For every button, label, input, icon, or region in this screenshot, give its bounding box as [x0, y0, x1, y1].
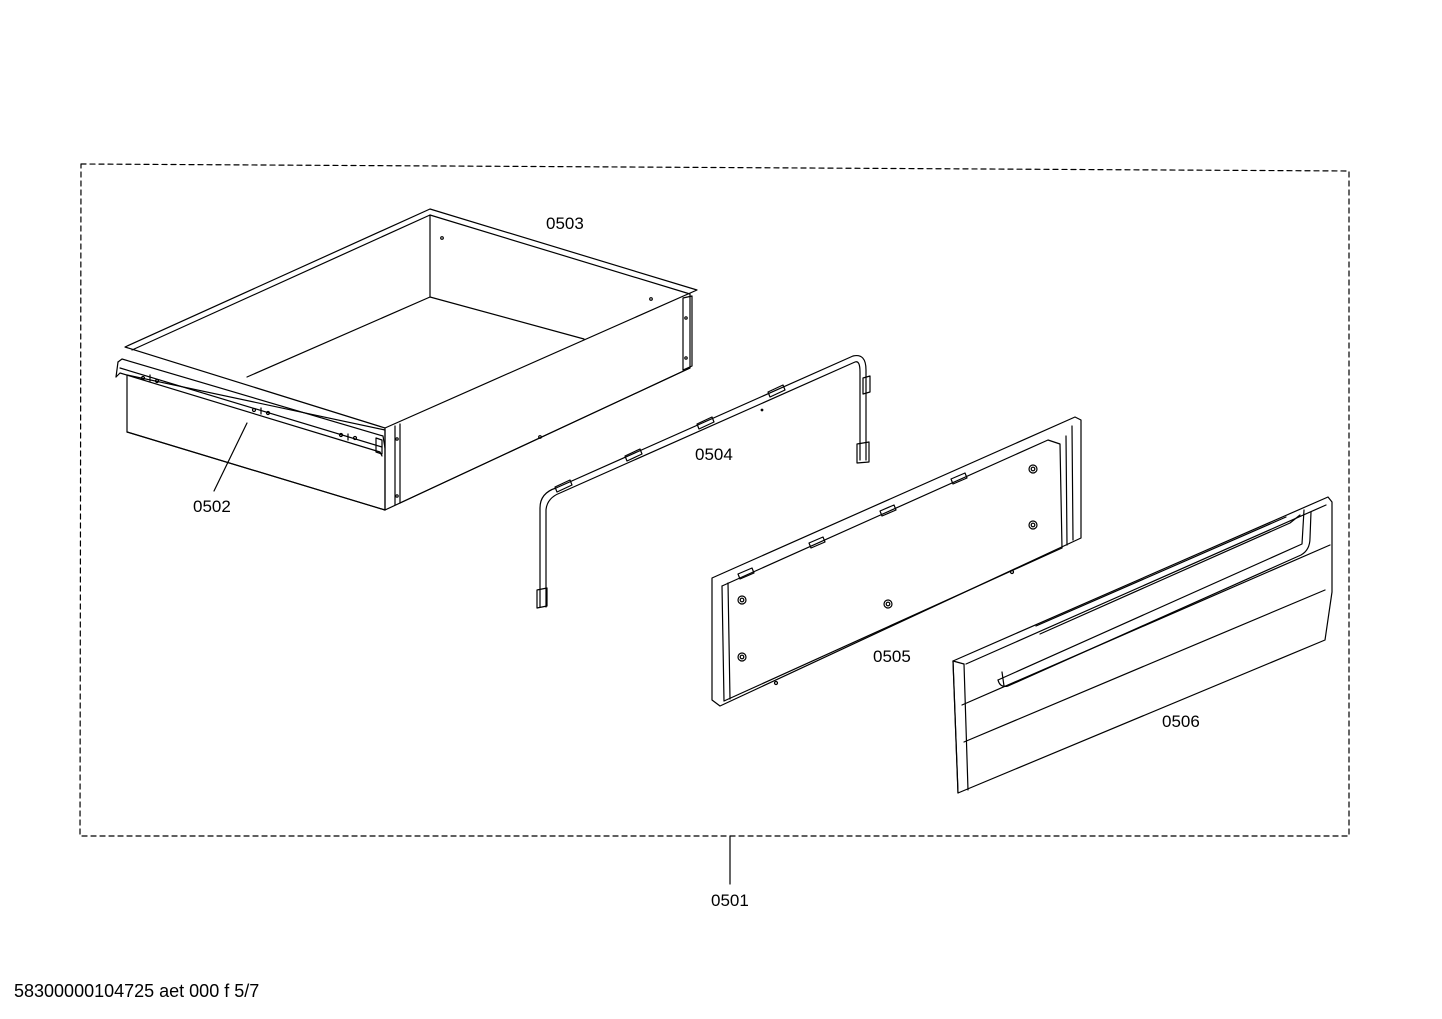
- seal-frame-0504: [536, 354, 871, 609]
- label-0503: 0503: [546, 214, 584, 233]
- assembly-boundary: [79, 163, 1350, 837]
- label-0501: 0501: [711, 891, 749, 910]
- drawer-box-0503: [124, 208, 698, 511]
- front-panel-0506: [952, 496, 1333, 794]
- label-0504: 0504: [695, 445, 733, 464]
- label-0505: 0505: [873, 647, 911, 666]
- label-0502: 0502: [193, 497, 231, 516]
- drawing-number: 58300000104725 aet 000 f 5/7: [14, 981, 260, 1001]
- label-0506: 0506: [1162, 712, 1200, 731]
- inner-panel-0505: [711, 416, 1082, 707]
- drawer-rail-0502: [115, 358, 386, 492]
